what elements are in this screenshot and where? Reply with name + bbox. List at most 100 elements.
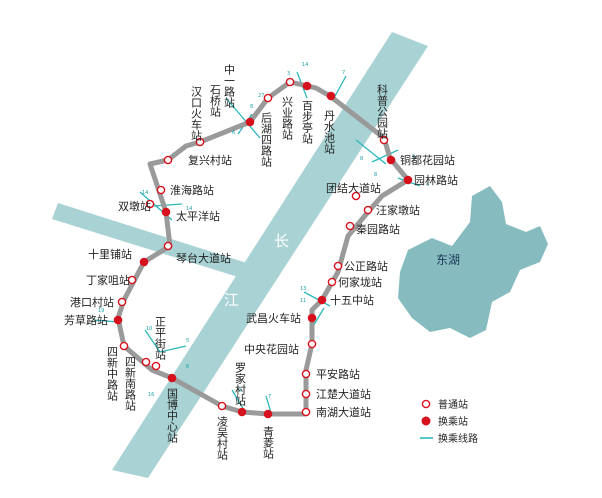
station-dot-fuxingcun[interactable] [163, 155, 173, 165]
station-dot-pingan[interactable] [301, 369, 311, 379]
station-dot-qinyuan[interactable] [345, 221, 355, 231]
river-char-jiang: 江 [224, 291, 239, 309]
station-dot-hejialong[interactable] [327, 277, 337, 287]
station-dot-zhengpingjie[interactable] [151, 361, 161, 371]
station-label: 正平街站 [154, 316, 167, 361]
legend-normal-label: 普通站 [438, 398, 468, 411]
east-lake [398, 186, 548, 338]
station-label: 科普公园站 [376, 83, 389, 140]
station-dot-guobo[interactable] [167, 373, 177, 383]
station-dot-huaihai[interactable] [156, 185, 166, 195]
station-dot-wangjiadun[interactable] [363, 205, 373, 215]
station-label: 后湖四路站 [260, 112, 273, 168]
station-dot-qintai[interactable] [163, 241, 173, 251]
station-label: 复兴村站 [188, 153, 232, 167]
station-label: 十里铺站 [88, 247, 132, 261]
station-dot-baibuting[interactable] [302, 81, 312, 91]
line-number: 14 [142, 190, 148, 196]
station-label: 双墩站 [118, 199, 151, 213]
station-label: 丁家咀站 [86, 273, 130, 287]
station-label: 百步亭站 [301, 100, 314, 145]
transfer-line-numbers: 8 27 6 3 14 7 8 8 5 4 13 11 10 5 7 9 16 … [98, 62, 429, 400]
line-number: 16 [148, 392, 154, 398]
station-label: 琴台大道站 [176, 251, 231, 265]
station-label: 南湖大道站 [316, 405, 371, 419]
line-number: 9 [238, 388, 241, 394]
station-label: 凌吴村站 [216, 415, 229, 461]
station-dot-shiwuzhong[interactable] [317, 295, 327, 305]
station-dot-xingye[interactable] [285, 77, 295, 87]
station-dot-shuangdun[interactable] [145, 199, 155, 209]
line-number: 10 [146, 326, 152, 332]
station-label: 淮海路站 [170, 183, 214, 197]
station-dot-taipingyang[interactable] [161, 207, 171, 217]
line-number: 8 [374, 172, 377, 178]
station-dot-gangkoucun[interactable] [117, 297, 127, 307]
station-label: 兴业路站 [281, 96, 294, 141]
line-number: 14 [186, 206, 192, 212]
station-label: 十五中站 [330, 293, 374, 307]
han-river-label: 汉 江 [203, 242, 222, 251]
station-dot-shiqiao[interactable] [245, 117, 255, 127]
station-label: 汪家墩站 [376, 203, 420, 217]
station-dot-tongdu[interactable] [386, 155, 396, 165]
station-label: 公正路站 [344, 259, 388, 273]
station-dot-tuanjie[interactable] [351, 191, 361, 201]
station-dot-zhongyang[interactable] [307, 339, 317, 349]
station-dot-yuanlinlu[interactable] [403, 175, 413, 185]
station-label: 中央花园站 [244, 342, 299, 356]
station-label: 四新中路站 [106, 346, 119, 402]
station-dot-danshuichi[interactable] [326, 91, 336, 101]
station-dot-nanhu[interactable] [301, 407, 311, 417]
station-dot-kepu[interactable] [379, 135, 389, 145]
station-label: 国博中心站 [166, 388, 179, 444]
line-number: 4 [426, 182, 429, 188]
line-number: 7 [342, 70, 345, 76]
river-char-chang: 长 [274, 232, 289, 250]
station-dot-fangcao[interactable] [113, 315, 123, 325]
station-label: 中一路站 [223, 64, 236, 109]
legend-interchange-label: 换乘站 [438, 415, 468, 428]
transfer-line-stubs [93, 71, 421, 417]
station-label: 秦园路站 [356, 222, 400, 236]
station-dot-shilipu[interactable] [139, 257, 149, 267]
line-number: 19 [98, 308, 104, 314]
lake-label: 东湖 [436, 252, 460, 267]
legend: 普通站 换乘站 换乘线路 [420, 398, 478, 445]
station-label: 丹水池站 [323, 110, 336, 155]
han-river [52, 203, 254, 282]
station-dot-qingling[interactable] [263, 409, 273, 419]
station-dot-jiangchu[interactable] [301, 389, 311, 399]
line-number: 14 [302, 62, 308, 68]
line-number: 8 [360, 156, 363, 162]
line-number: 13 [300, 286, 306, 292]
station-label: 汉口火车站 [190, 86, 203, 142]
station-dot-wuchang[interactable] [307, 313, 317, 323]
station-dot-gongzheng[interactable] [333, 261, 343, 271]
station-label: 武昌火车站 [246, 311, 301, 325]
legend-interchange-dot [421, 416, 431, 426]
line-number: 5 [412, 154, 415, 160]
station-label: 罗家村站 [234, 362, 247, 407]
line-number: 6 [186, 364, 189, 370]
station-dot-sixinzhong[interactable] [119, 341, 129, 351]
station-label: 太平洋站 [176, 209, 220, 223]
yangtze-river [112, 32, 428, 478]
station-label: 四新南路站 [124, 356, 137, 412]
station-dot-hankou[interactable] [195, 137, 205, 147]
line-number: 11 [300, 298, 306, 304]
station-label: 团结大道站 [326, 181, 381, 195]
station-label: 园林路站 [414, 173, 458, 187]
legend-normal-dot [421, 399, 431, 409]
station-dot-sixinnan[interactable] [141, 357, 151, 367]
station-dot-dingjiazui[interactable] [127, 275, 137, 285]
station-dot-houhu[interactable] [263, 93, 273, 103]
station-dot-lingwucun[interactable] [217, 401, 227, 411]
station-dots [113, 77, 413, 419]
station-label: 铜都花园站 [400, 153, 455, 167]
station-label: 何家垅站 [338, 275, 382, 289]
line-number: 27 [258, 93, 264, 99]
station-dot-luojiacun[interactable] [237, 407, 247, 417]
line-number: 6 [232, 130, 235, 136]
station-label: 石桥站 [209, 84, 222, 118]
